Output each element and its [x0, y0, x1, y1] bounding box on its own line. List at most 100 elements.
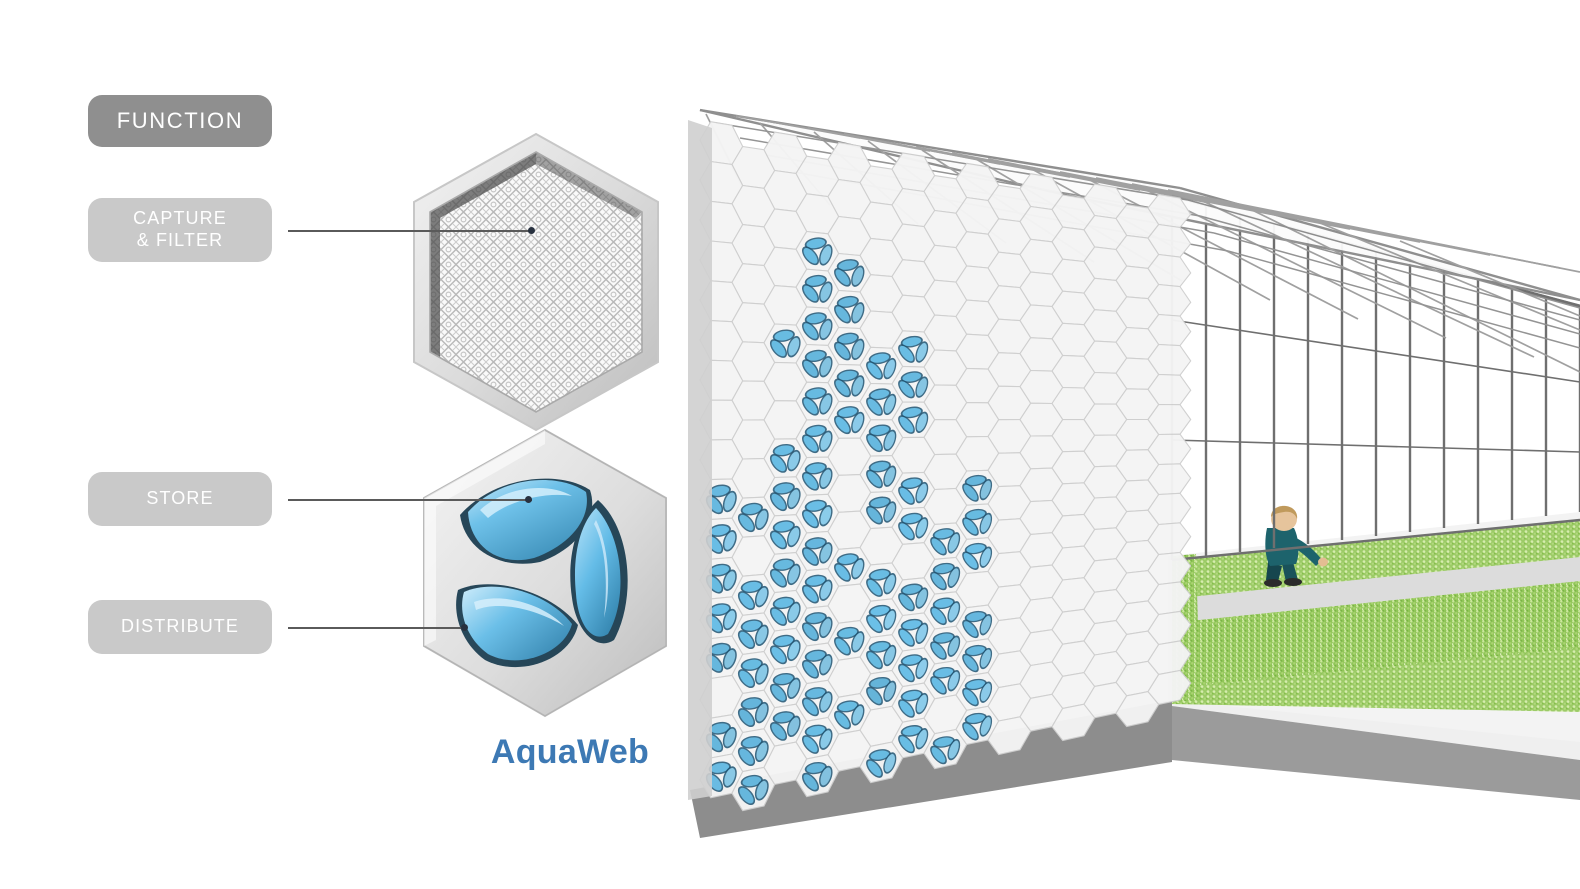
facade-water-cell: [742, 620, 762, 631]
facade-water-cell: [835, 306, 850, 322]
facade-hex-cell: [763, 361, 808, 402]
facade-hex-cell: [1083, 465, 1128, 499]
facade-water-cell: [884, 395, 895, 414]
facade-water-cell: [771, 647, 786, 663]
facade-water-cell-shadow: [868, 604, 891, 617]
facade-water-cell-shadow: [930, 571, 947, 591]
facade-hex-cell: [923, 453, 968, 491]
facade-hex-cell: [987, 617, 1032, 655]
facade-water-cell: [902, 407, 922, 417]
facade-water-cell-shadow: [804, 274, 827, 288]
legend-item-store[interactable]: STORE: [88, 472, 272, 526]
facade-hex-cell: [699, 200, 744, 244]
facade-water-cell: [820, 730, 832, 749]
facade-water-cell-shadow: [705, 773, 724, 792]
facade-hex-cell: [987, 419, 1032, 454]
facade-hex-cell: [1019, 435, 1064, 470]
facade-water-cell: [963, 518, 978, 535]
facade-hex-cell: [859, 165, 904, 206]
facade-water-cell-shadow: [868, 460, 891, 473]
facade-water-cell: [803, 511, 818, 527]
facade-hex-cell: [1147, 373, 1192, 406]
facade-water-cell-shadow: [883, 573, 897, 595]
facade-hex-cell: [955, 503, 1000, 540]
facade-water-cell: [870, 570, 890, 580]
facade-water-cell: [902, 337, 922, 347]
facade-water-cell-shadow: [737, 786, 756, 806]
facade-water-cell: [803, 699, 818, 715]
facade-water-cell: [707, 615, 722, 632]
facade-hex-cell: [955, 367, 1000, 404]
facade-hex-cell: [1083, 371, 1128, 405]
facade-hex-cell: [987, 352, 1032, 388]
facade-water-cell-shadow: [769, 568, 788, 588]
facade-water-cell-shadow: [962, 619, 979, 639]
facade-water-cell: [806, 576, 826, 586]
facade-water-cell-shadow: [900, 583, 923, 596]
facade-water-cell-shadow: [883, 501, 897, 523]
facade-water-cell-shadow: [868, 424, 891, 437]
facade-water-cell: [820, 245, 832, 264]
facade-water-cell-shadow: [915, 376, 929, 398]
facade-water-cell-shadow: [947, 670, 961, 692]
facade-hex-cell: [955, 402, 1000, 438]
facade-hex-cell: [1115, 388, 1160, 421]
leader-dot-capture-filter: [528, 227, 535, 234]
facade-water-cell-shadow: [705, 534, 724, 554]
facade-water-cell-shadow: [705, 495, 724, 515]
facade-hex-cell: [763, 514, 808, 555]
facade-water-cell: [742, 698, 762, 709]
facade-water-cell: [899, 381, 914, 397]
facade-water-cell-shadow: [801, 697, 820, 717]
facade-water-cell-shadow: [801, 471, 820, 491]
facade-hex-cell: [923, 591, 968, 630]
facade-hex-cell: [795, 754, 840, 798]
facade-water-cell: [820, 469, 832, 488]
facade-water-cell: [870, 678, 890, 688]
facade-water-cell: [884, 467, 895, 486]
facade-hex-cell: [827, 437, 872, 476]
legend-header-function[interactable]: FUNCTION: [88, 95, 272, 147]
facade-hex-cell: [891, 365, 936, 403]
facade-water-cell-shadow: [851, 302, 865, 324]
facade-water-cell-shadow: [786, 715, 801, 738]
facade-water-cell-shadow: [962, 721, 979, 741]
facade-water-cell: [742, 581, 762, 592]
facade-hex-cell: [763, 627, 808, 670]
facade-water-cell-shadow: [851, 411, 865, 434]
facade-hex-cell: [1019, 369, 1064, 405]
facade-hex-cell: [731, 612, 776, 655]
facade-water-cell-shadow: [772, 634, 795, 648]
facade-water-cell-shadow: [772, 711, 795, 724]
facade-hex-cell: [1115, 479, 1160, 513]
facade-water-cell: [835, 417, 850, 433]
facade-water-cell-shadow: [819, 318, 833, 341]
facade-water-cell-shadow: [786, 563, 801, 586]
facade-water-cell-shadow: [900, 618, 923, 631]
facade-hex-cell: [699, 399, 744, 441]
facade-water-cell: [867, 398, 882, 415]
facade-hex-cell: [795, 716, 840, 760]
legend-item-distribute[interactable]: DISTRIBUTE: [88, 600, 272, 654]
facade-water-cell-shadow: [883, 429, 897, 451]
facade-hex-cell: [1147, 433, 1192, 466]
facade-hex-cell: [827, 178, 872, 220]
facade-water-cell-shadow: [740, 502, 763, 516]
facade-hex-cell: [1147, 313, 1192, 347]
facade-water-cell: [774, 559, 794, 570]
facade-water-cell: [710, 762, 730, 773]
facade-water-cell: [803, 661, 818, 678]
facade-hex-cell: [699, 439, 744, 481]
facade-water-cell: [774, 483, 794, 494]
facade-hex-cell: [859, 526, 904, 566]
facade-water-cell-shadow: [819, 281, 833, 303]
facade-water-cell-shadow: [898, 521, 915, 541]
facade-water-cell-shadow: [804, 612, 827, 625]
facade-hex-cell: [891, 294, 936, 333]
facade-water-cell-shadow: [836, 259, 859, 272]
facade-water-cell-shadow: [962, 653, 979, 673]
facade-water-cell: [835, 712, 850, 728]
facade-hex-cell: [1051, 226, 1096, 263]
legend-item-capture-filter[interactable]: CAPTURE & FILTER: [88, 198, 272, 262]
facade-water-cell: [948, 602, 959, 621]
